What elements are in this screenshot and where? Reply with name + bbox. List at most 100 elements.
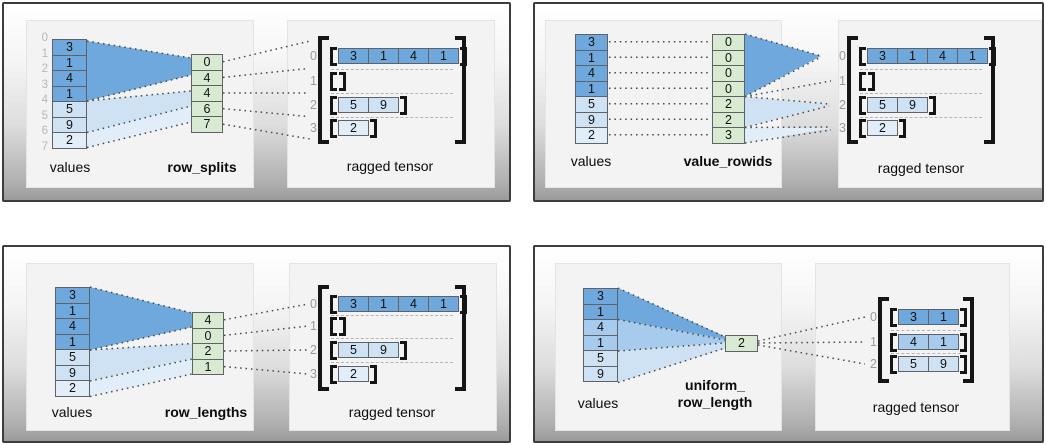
row-bracket-right [370,118,377,138]
tensor-row: 1 [839,71,983,91]
row-bracket-right [960,332,967,352]
row-index-label: 1 [310,319,317,333]
row-bracket-right [960,307,967,327]
param-label: value_rowids [683,153,773,169]
grid-cell: 2 [725,335,758,352]
row-bracket-right [339,71,346,91]
grid-cell: 5 [55,349,90,366]
tensor-cell: 9 [368,341,399,359]
outer-bracket-left [847,36,858,144]
outer-bracket-left [878,297,889,383]
tensor-cell: 4 [398,47,429,65]
row-index-label: 0 [310,297,317,311]
row-index-label: 1 [870,335,877,349]
grid-cell: 4 [52,70,87,87]
row-separator [331,93,453,94]
tensor-cell: 9 [928,355,959,373]
row-bracket-right [460,46,467,66]
grid-cell: 2 [712,96,745,113]
grid-cell: 4 [192,312,224,329]
grid-cell: 9 [583,365,618,382]
param-label: row_splits [167,159,237,175]
grid-cell: 1 [575,49,608,66]
tensor-cell: 5 [338,96,369,114]
param-label: row_lengths [164,404,248,420]
tensor-row: 1 [310,71,454,91]
values-label: values [570,153,612,169]
grid-cell: 1 [575,80,608,97]
grid-cell: 2 [712,111,745,128]
tensor-cell: 1 [368,295,399,313]
grid-cell: 5 [583,350,618,367]
tensor-cell: 1 [428,47,459,65]
row-bracket-right [868,71,875,91]
row-bracket-right [989,46,996,66]
grid-cell: 3 [55,287,90,304]
row-separator [331,338,453,339]
boundary-index-label: 2 [41,63,48,76]
outer-bracket-right [455,285,466,391]
grid-cell: 2 [52,132,87,149]
row-bracket-right [400,340,407,360]
row-bracket-right [929,95,936,115]
tensor-cell: 1 [368,47,399,65]
tensor-cell: 1 [957,47,988,65]
grid-cell: 0 [192,327,224,344]
row-index-label: 2 [839,98,846,112]
row-bracket-right [339,316,346,336]
tensor-cell: 2 [338,365,369,383]
grid-cell: 5 [52,101,87,118]
row-bracket-left [330,95,337,115]
ragged-tensor-label: ragged tensor [346,158,434,174]
grid-cell: 4 [191,69,223,86]
row-index-label: 0 [839,49,846,63]
grid-cell: 9 [575,111,608,128]
tensor-cell: 3 [898,308,929,326]
grid-cell: 0 [712,80,745,97]
row-index-label: 1 [310,74,317,88]
row-separator [891,329,961,331]
row-bracket-right [400,95,407,115]
grid-cell: 1 [52,85,87,102]
boundary-index-label: 3 [41,78,48,91]
values-label: values [49,159,91,175]
grid-cell: 2 [192,343,224,360]
grid-cell: 3 [52,39,87,56]
row-index-label: 0 [310,49,317,63]
row-bracket-right [899,118,906,138]
tensor-cell: 4 [398,295,429,313]
grid-cell: 1 [55,302,90,319]
row-bracket-left [890,307,897,327]
row-separator [331,68,453,70]
grid-cell: 0 [712,65,745,82]
grid-cell: 1 [52,54,87,71]
row-bracket-left [859,118,866,138]
boundary-index-label: 5 [41,109,48,122]
row-bracket-left [330,118,337,138]
row-bracket-right [460,294,467,314]
row-bracket-left [890,332,897,352]
boundary-index-label: 6 [41,125,48,138]
row-bracket-left [330,364,337,384]
grid-cell: 2 [575,127,608,144]
values-label: values [51,404,93,420]
row-bracket-left [330,340,337,360]
row-index-label: 3 [310,121,317,135]
boundary-index-label: 0 [41,32,48,45]
grid-cell: 4 [191,85,223,102]
grid-cell: 3 [583,288,618,305]
tensor-cell: 9 [368,96,399,114]
